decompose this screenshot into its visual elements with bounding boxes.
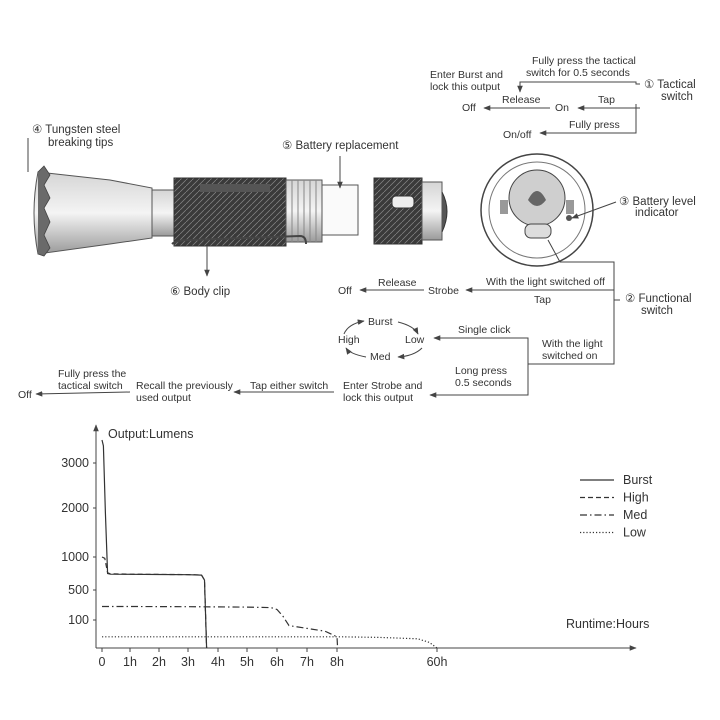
x-tick-label: 3h <box>181 655 195 669</box>
x-tick-label: 0 <box>99 655 106 669</box>
svg-text:switch: switch <box>641 305 673 317</box>
func-light-on: With the light switched on <box>542 338 603 362</box>
cycle-low: Low <box>405 334 425 346</box>
svg-text:indicator: indicator <box>635 207 679 219</box>
svg-text:lock this output: lock this output <box>430 81 500 93</box>
runtime-chart: Output:Lumens Runtime:Hours 300020001000… <box>61 424 653 669</box>
svg-text:① Tactical: ① Tactical <box>644 79 696 91</box>
y-tick-label: 100 <box>68 613 89 627</box>
flashlight-illustration <box>33 153 594 267</box>
tactical-enter-burst: Enter Burst and lock this output <box>430 69 503 93</box>
svg-text:lock this output: lock this output <box>343 392 413 404</box>
func-off2: Off <box>18 389 32 401</box>
svg-text:④ Tungsten steel: ④ Tungsten steel <box>32 124 120 136</box>
y-tick-label: 2000 <box>61 501 89 515</box>
x-tick-label: 8h <box>330 655 344 669</box>
x-tick-label: 7h <box>300 655 314 669</box>
svg-text:② Functional: ② Functional <box>625 293 692 305</box>
y-tick-label: 3000 <box>61 456 89 470</box>
x-tick-label: 60h <box>427 655 448 669</box>
svg-text:Long press: Long press <box>455 365 507 377</box>
x-tick-label: 5h <box>240 655 254 669</box>
func-enter-strobe: Enter Strobe and lock this output <box>343 380 423 404</box>
y-axis-label: Output:Lumens <box>108 427 193 441</box>
cycle-high: High <box>338 334 360 346</box>
func-recall: Recall the previously used output <box>136 380 234 404</box>
tungsten-label: ④ Tungsten steel breaking tips <box>32 124 120 149</box>
svg-text:switched on: switched on <box>542 350 598 362</box>
svg-text:tactical switch: tactical switch <box>58 380 123 392</box>
x-axis-label: Runtime:Hours <box>566 617 649 631</box>
tactical-fully-press-half-sec: Fully press the tactical switch for 0.5 … <box>526 55 636 79</box>
battery-indicator-leader <box>571 201 617 219</box>
x-tick-label: 2h <box>152 655 166 669</box>
func-fully-press-tactical: Fully press the tactical switch <box>58 368 126 392</box>
x-tick-label: 1h <box>123 655 137 669</box>
y-tick-label: 1000 <box>61 550 89 564</box>
series-line-med <box>102 605 339 649</box>
func-tap: Tap <box>534 294 551 306</box>
func-strobe: Strobe <box>428 285 459 297</box>
series-line-burst <box>101 439 208 649</box>
func-single-click: Single click <box>458 324 511 336</box>
func-light-off: With the light switched off <box>486 276 605 288</box>
svg-text:Fully press the tactical: Fully press the tactical <box>532 55 636 67</box>
svg-text:switch: switch <box>661 91 693 103</box>
svg-text:Enter Strobe and: Enter Strobe and <box>343 380 423 392</box>
series-line-high <box>101 556 208 649</box>
tactical-tap: Tap <box>598 94 615 106</box>
func-off: Off <box>338 285 352 297</box>
tactical-on: On <box>555 102 569 114</box>
functional-arrows <box>35 287 615 398</box>
svg-text:Fully press the: Fully press the <box>58 368 126 380</box>
series-line-low <box>102 636 438 649</box>
battery-replacement-label: ⑤ Battery replacement <box>282 140 399 152</box>
tactical-on-off: On/off <box>503 129 531 141</box>
svg-text:Recall the previously: Recall the previously <box>136 380 234 392</box>
x-tick-label: 6h <box>270 655 284 669</box>
legend-label: Low <box>623 526 647 540</box>
legend-label: High <box>623 491 649 505</box>
svg-text:③ Battery level: ③ Battery level <box>619 196 696 208</box>
functional-leader <box>547 239 620 301</box>
functional-switch-label: ② Functional switch <box>625 293 692 317</box>
func-long-press: Long press 0.5 seconds <box>455 365 512 389</box>
svg-text:switch for 0.5 seconds: switch for 0.5 seconds <box>526 67 630 79</box>
cycle-burst: Burst <box>368 316 393 328</box>
svg-text:With the light: With the light <box>542 338 603 350</box>
svg-text:breaking tips: breaking tips <box>48 137 113 149</box>
tactical-release: Release <box>502 94 541 106</box>
svg-text:0.5 seconds: 0.5 seconds <box>455 377 512 389</box>
tactical-off: Off <box>462 102 476 114</box>
svg-text:Enter Burst and: Enter Burst and <box>430 69 503 81</box>
tactical-arrows <box>483 81 640 136</box>
body-clip-label: ⑥ Body clip <box>170 286 230 298</box>
legend-label: Burst <box>623 473 653 487</box>
tactical-fully-press: Fully press <box>569 119 620 131</box>
func-tap-either: Tap either switch <box>250 380 328 392</box>
x-tick-label: 4h <box>211 655 225 669</box>
y-tick-label: 500 <box>68 583 89 597</box>
battery-indicator-label: ③ Battery level indicator <box>619 196 696 219</box>
cycle-med: Med <box>370 351 391 363</box>
tactical-switch-label: ① Tactical switch <box>644 79 696 103</box>
func-release: Release <box>378 277 417 289</box>
legend-label: Med <box>623 508 647 522</box>
svg-text:used output: used output <box>136 392 191 404</box>
